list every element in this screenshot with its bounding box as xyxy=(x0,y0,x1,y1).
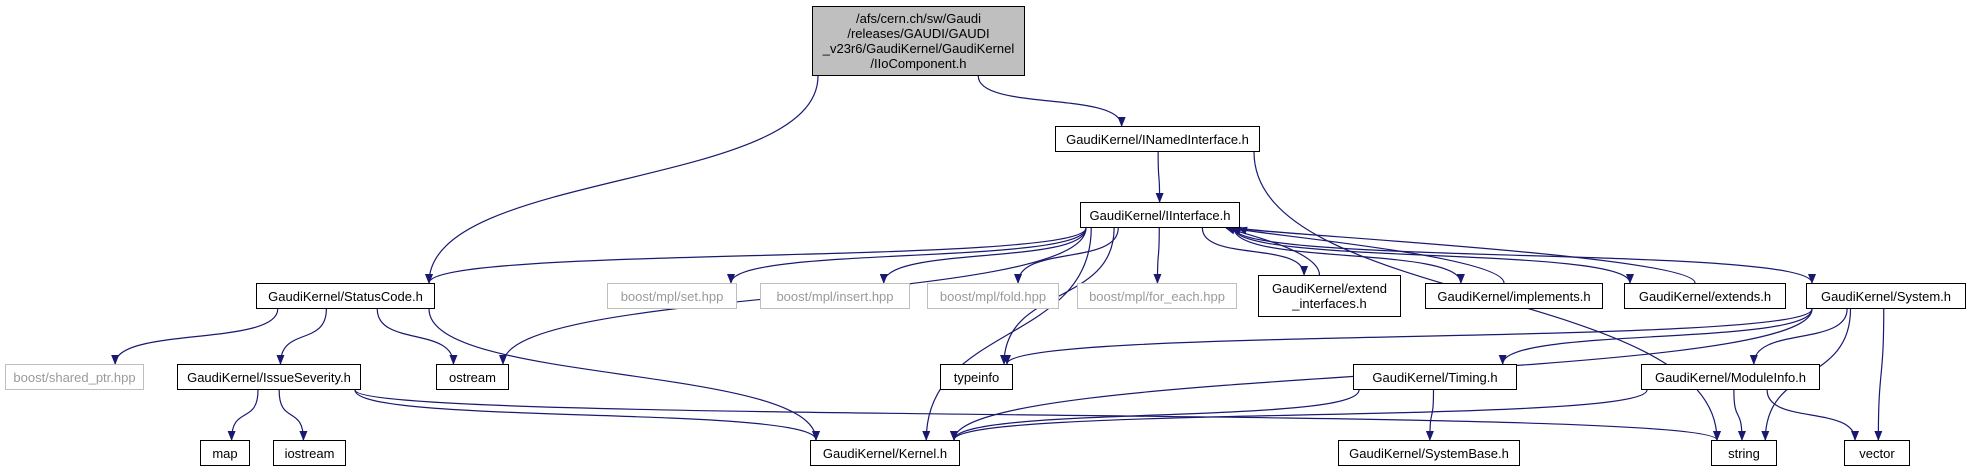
node-systembase[interactable]: GaudiKernel/SystemBase.h xyxy=(1338,440,1520,466)
edge-system-to-vector xyxy=(1874,308,1885,441)
node-issueseverity[interactable]: GaudiKernel/IssueSeverity.h xyxy=(177,364,361,390)
edge-system-to-typeinfo xyxy=(1003,308,1813,365)
node-ostream[interactable]: ostream xyxy=(436,364,509,390)
node-boost-mpl-insert: boost/mpl/insert.hpp xyxy=(760,283,910,309)
edge-iinterface-to-extendif xyxy=(1201,227,1309,276)
node-kernel[interactable]: GaudiKernel/Kernel.h xyxy=(810,440,960,466)
node-boost-mpl-set: boost/mpl/set.hpp xyxy=(607,283,737,309)
edge-iinterface-to-system xyxy=(1233,227,1816,284)
node-boost-shared-ptr: boost/shared_ptr.hpp xyxy=(5,364,144,390)
node-system[interactable]: GaudiKernel/System.h xyxy=(1806,283,1966,309)
edge-moduleinfo-to-kernel xyxy=(950,389,1648,441)
node-extend-interfaces[interactable]: GaudiKernel/extend _interfaces.h xyxy=(1258,275,1401,317)
node-map[interactable]: map xyxy=(200,440,250,466)
edge-issue-to-iostream xyxy=(278,389,308,441)
edge-inamed-to-iinterface xyxy=(1155,151,1164,203)
edge-root-to-inamed xyxy=(977,75,1126,127)
edge-implements-to-iinterface xyxy=(1231,226,1505,284)
node-extends[interactable]: GaudiKernel/extends.h xyxy=(1624,283,1786,309)
node-root-iiocomponent[interactable]: /afs/cern.ch/sw/Gaudi /releases/GAUDI/GA… xyxy=(812,6,1025,76)
edge-timing-to-systembase xyxy=(1425,389,1435,441)
node-implements[interactable]: GaudiKernel/implements.h xyxy=(1425,283,1603,309)
edge-iinterface-to-mplinsert xyxy=(879,227,1087,284)
edge-statuscode-to-sharedptr xyxy=(111,308,279,365)
edge-iinterface-to-typeinfo xyxy=(1000,227,1115,365)
node-iinterface[interactable]: GaudiKernel/IInterface.h xyxy=(1080,202,1240,228)
node-boost-mpl-fold: boost/mpl/fold.hpp xyxy=(927,283,1059,309)
edge-system-to-timing xyxy=(1498,308,1813,365)
edge-iinterface-to-kernel xyxy=(922,227,1092,441)
node-statuscode[interactable]: GaudiKernel/StatusCode.h xyxy=(256,283,435,309)
edge-timing-to-kernel xyxy=(950,389,1360,441)
edge-iinterface-to-extends xyxy=(1233,227,1634,284)
edge-moduleinfo-to-vector xyxy=(1766,389,1860,441)
node-timing[interactable]: GaudiKernel/Timing.h xyxy=(1353,364,1517,390)
edge-iinterface-to-statuscode xyxy=(425,227,1087,284)
node-moduleinfo[interactable]: GaudiKernel/ModuleInfo.h xyxy=(1641,364,1820,390)
node-boost-mpl-for-each: boost/mpl/for_each.hpp xyxy=(1077,283,1237,309)
edge-iinterface-to-mplset xyxy=(727,227,1087,284)
edge-statuscode-to-issue xyxy=(276,308,327,365)
node-vector[interactable]: vector xyxy=(1844,440,1910,466)
node-string[interactable]: string xyxy=(1711,440,1777,466)
edge-system-to-moduleinfo xyxy=(1749,308,1848,365)
edge-issue-to-kernel xyxy=(354,389,820,441)
edge-statuscode-to-kernel xyxy=(428,308,820,441)
edge-moduleinfo-to-string xyxy=(1733,389,1746,441)
node-iostream[interactable]: iostream xyxy=(273,440,346,466)
edge-iinterface-to-implements xyxy=(1233,227,1465,284)
edge-issue-to-map xyxy=(227,389,259,441)
edge-statuscode-to-ostream xyxy=(376,308,458,365)
edge-layer xyxy=(111,75,1885,441)
edge-extends-to-iinterface xyxy=(1237,226,1696,284)
node-typeinfo[interactable]: typeinfo xyxy=(940,364,1013,390)
edge-iinterface-to-mplfold xyxy=(1014,227,1119,284)
edge-root-to-statuscode xyxy=(425,75,819,284)
node-inamedinterface[interactable]: GaudiKernel/INamedInterface.h xyxy=(1055,126,1260,152)
edge-issue-to-string xyxy=(354,389,1721,441)
edge-iinterface-to-mplforeach xyxy=(1153,227,1162,284)
